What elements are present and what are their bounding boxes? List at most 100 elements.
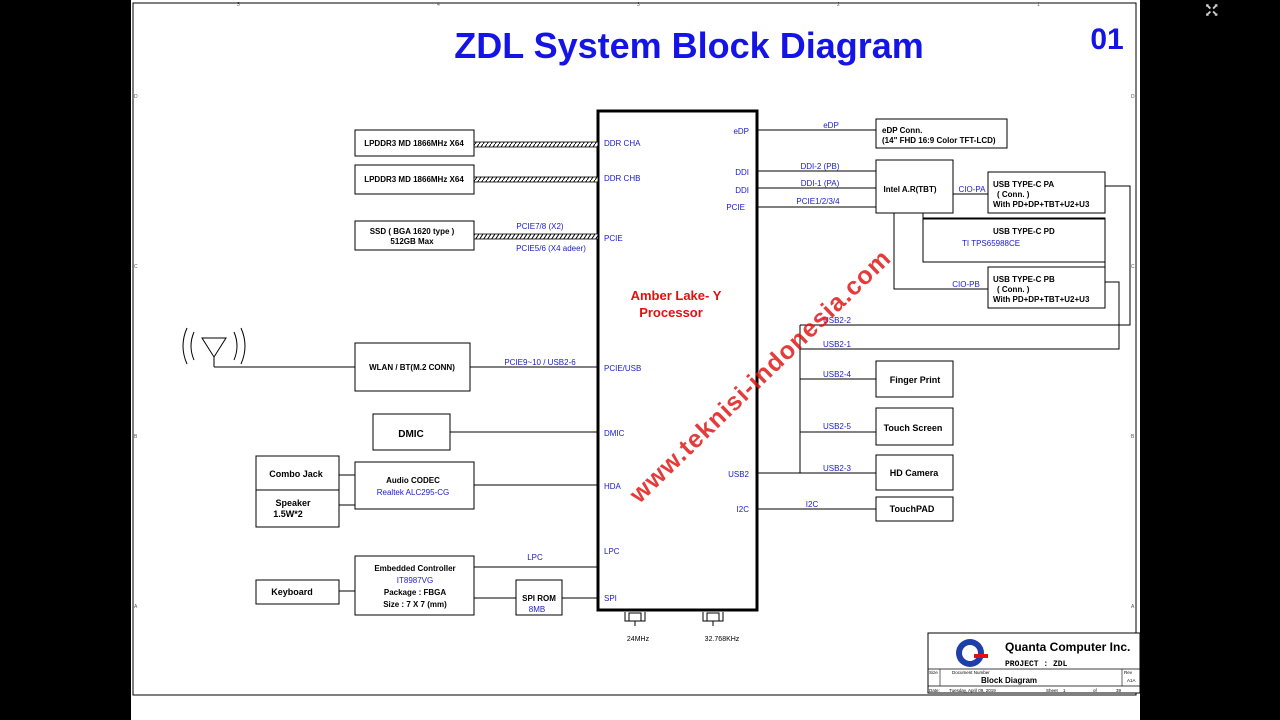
signal-label: PCIE7/8 (X2) [516,222,563,231]
signal-label: eDP [823,121,839,130]
block-label: LPDDR3 MD 1866MHz X64 [364,175,464,184]
touch-screen-block: Touch Screen [875,407,954,446]
of-label: of [1093,688,1098,693]
sheet-label: Sheet [1046,688,1059,693]
block-label: TouchPAD [890,504,935,514]
frame-marker: 4 [437,2,440,8]
sheet-border [132,2,1137,696]
wlan-block: WLAN / BT(M.2 CONN) [354,342,471,392]
processor-right-ports: eDP DDI DDI PCIE USB2 I2C [726,127,749,514]
port-label: DDI [735,186,749,195]
signal-label: PCIE5/6 (X4 adeer) [516,244,586,253]
ssd-block: SSD ( BGA 1620 type ) 512GB Max [354,220,475,251]
port-label: PCIE/USB [604,364,641,373]
frame-marker: D [134,94,138,100]
port-label: DDR CHA [604,139,641,148]
block-label: WLAN / BT(M.2 CONN) [369,363,455,372]
page-number: 01 [1090,23,1123,56]
crystal-label: 32.768KHz [705,636,740,643]
hd-camera-block: HD Camera [875,454,954,491]
signal-label: USB2-2 [823,316,852,325]
watermark-text: www.teknisi-indonesia.com [623,244,896,509]
frame-marker: C [1131,264,1135,270]
signal-label: USB2-5 [823,422,852,431]
block-label: (14" FHD 16:9 Color TFT-LCD) [882,136,996,145]
ddr-cha-bus [473,141,599,148]
port-label: LPC [604,547,620,556]
signal-label: I2C [806,500,819,509]
port-label: PCIE [604,234,623,243]
signal-label: USB2-3 [823,464,852,473]
schematic-sheet: 5 4 3 2 1 D C B A D C B A ZDL System Blo… [131,0,1140,720]
port-label: USB2 [728,470,749,479]
revision: A1A [1127,678,1136,683]
port-label: DDI [735,168,749,177]
ec-block: Embedded Controller IT8987VG Package : F… [354,555,475,616]
signal-label: PCIE1/2/3/4 [796,197,840,206]
audio-codec-block: Audio CODEC Realtek ALC295-CG [354,461,475,510]
signal-label: LPC [527,553,543,562]
lpddr-a-block: LPDDR3 MD 1866MHz X64 [354,129,475,157]
block-label: USB TYPE-C PB [993,275,1055,284]
frame-marker: B [134,434,138,440]
title-block: Quanta Computer Inc. PROJECT : ZDL Size … [927,632,1140,694]
block-label: SPI ROM [522,594,556,603]
port-label: eDP [733,127,749,136]
block-label: SSD ( BGA 1620 type ) [370,227,455,236]
sheet-total: 39 [1116,688,1122,693]
block-label: Finger Print [890,375,941,385]
signal-label: USB2-1 [823,340,852,349]
block-label: ( Conn. ) [997,285,1030,294]
finger-print-block: Finger Print [875,360,954,398]
window-expand-icon[interactable]: ⬉⬈⬋⬊ [1205,2,1219,18]
usb-c-pd-block: USB TYPE-C PD TI TPS65988CE [922,218,1106,263]
block-label: With PD+DP+TBT+U2+U3 [993,200,1090,209]
frame-marker: A [134,604,138,610]
block-label: LPDDR3 MD 1866MHz X64 [364,139,464,148]
crystal-24mhz-icon [624,612,646,626]
quanta-logo-icon [956,639,988,667]
project-name: PROJECT : ZDL [1005,660,1068,669]
signal-label: CIO-PB [952,280,980,289]
port-label: HDA [604,482,622,491]
block-label: Package : FBGA [384,588,446,597]
signal-label: CIO-PA [959,185,987,194]
ddr-chb-bus [473,176,599,183]
block-label: Speaker [275,498,311,508]
antenna-icon [182,327,246,367]
frame-marker: 3 [637,2,640,8]
intel-ar-block: Intel A.R(TBT) [875,159,954,214]
frame-marker: D [1131,94,1135,100]
processor-left-ports: DDR CHA DDR CHB PCIE PCIE/USB DMIC HDA L… [604,139,641,603]
size-label: Size [929,670,938,675]
block-label: USB TYPE-C PA [993,180,1054,189]
block-label: Intel A.R(TBT) [883,185,936,194]
ssd-pcie-bus [473,233,599,240]
date-label: Date: [929,688,940,693]
block-label: Combo Jack [269,469,324,479]
block-label: Touch Screen [884,423,943,433]
usb-c-pa-block: USB TYPE-C PA ( Conn. ) With PD+DP+TBT+U… [987,171,1106,214]
block-label: DMIC [398,429,424,440]
crystal-label: 24MHz [627,636,650,643]
processor-name: Amber Lake- Y [631,288,722,303]
touchpad-block: TouchPAD [875,496,954,522]
date-value: Tuesday, April 09, 2019 [949,688,996,693]
frame-marker: C [134,264,138,270]
frame-marker: 5 [237,2,240,8]
block-label: TI TPS65988CE [962,239,1020,248]
signal-label: USB2-4 [823,370,852,379]
frame-markers: 5 4 3 2 1 D C B A D C B A [134,2,1135,610]
block-label: eDP Conn. [882,126,922,135]
port-label: DMIC [604,429,625,438]
processor-name: Processor [639,305,703,320]
frame-marker: 1 [1037,2,1040,8]
block-diagram: 5 4 3 2 1 D C B A D C B A ZDL System Blo… [132,2,1140,696]
port-label: I2C [737,505,750,514]
block-label: With PD+DP+TBT+U2+U3 [993,295,1090,304]
frame-marker: B [1131,434,1135,440]
frame-marker: A [1131,604,1135,610]
signal-label: DDI-1 (PA) [801,179,840,188]
spi-rom-block: SPI ROM 8MB [515,579,563,616]
block-label: 1.5W*2 [273,509,303,519]
